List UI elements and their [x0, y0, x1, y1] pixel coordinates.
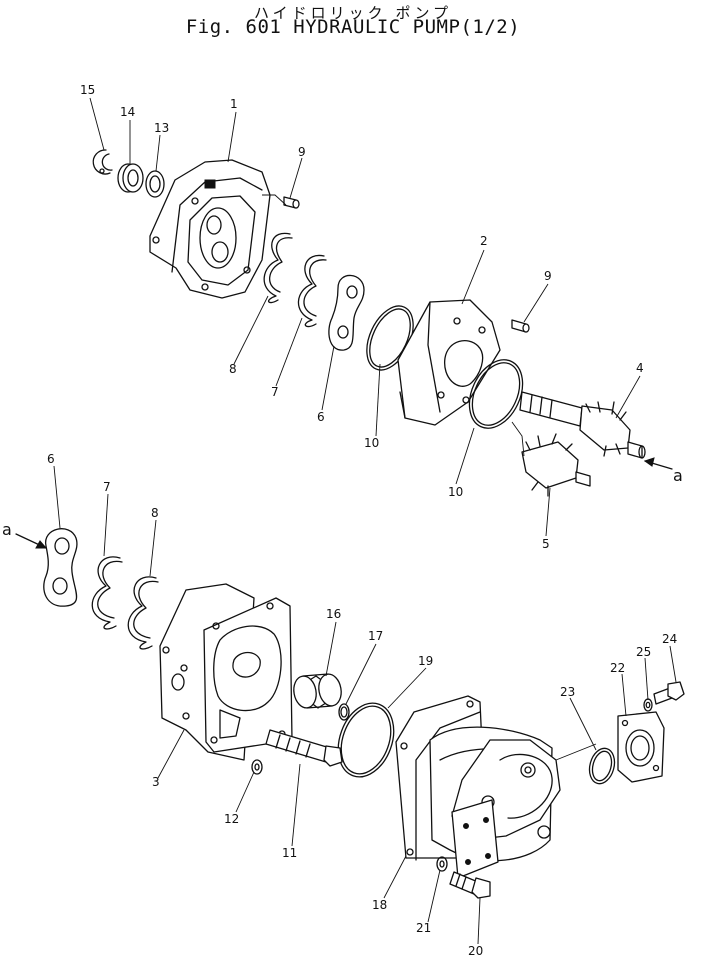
callout-labels: 15 14 13 1 9 8 7 6 10 2 9 4 10 5 a a 6 7… — [2, 83, 683, 958]
part-9-dowel-pin-2 — [511, 319, 530, 333]
part-22-flange — [617, 711, 665, 783]
callout-17: 17 — [368, 629, 383, 643]
part-19-o-ring — [337, 702, 395, 778]
part-8-backup-spring-2 — [127, 576, 159, 650]
callout-16: 16 — [326, 607, 341, 621]
leader-lines — [53, 97, 677, 945]
callout-11: 11 — [282, 846, 297, 860]
part-23-o-ring — [588, 747, 616, 785]
part-7-seal-2 — [91, 556, 123, 630]
callout-20: 20 — [468, 944, 483, 958]
callout-21: 21 — [416, 921, 431, 935]
callout-5: 5 — [542, 537, 550, 551]
part-4-drive-gear — [519, 391, 646, 459]
part-11-bolt — [265, 729, 343, 767]
connector-a-label: a — [673, 466, 683, 485]
callout-13: 13 — [154, 121, 169, 135]
part-6-side-plate — [328, 274, 365, 351]
callout-24: 24 — [662, 632, 677, 646]
callout-7: 7 — [271, 385, 279, 399]
connector-a-arrow — [643, 457, 673, 470]
callout-15: 15 — [80, 83, 95, 97]
part-8-backup-spring — [263, 232, 293, 304]
part-21-washer — [436, 856, 448, 872]
part-9-dowel-pin — [262, 194, 300, 209]
callout-2: 2 — [480, 234, 488, 248]
part-14-bearing — [117, 163, 144, 193]
part-13-oil-seal — [145, 170, 165, 198]
part-20-bolt — [449, 871, 491, 899]
callout-6: 6 — [317, 410, 325, 424]
callout-10: 10 — [364, 436, 379, 450]
callout-10-2: 10 — [448, 485, 463, 499]
callout-9: 9 — [298, 145, 306, 159]
callout-23: 23 — [560, 685, 575, 699]
connector-a-arrow-2 — [15, 533, 48, 549]
callout-22: 22 — [610, 661, 625, 675]
connector-a-label-2: a — [2, 520, 12, 539]
callout-8-2: 8 — [151, 506, 159, 520]
part-17-ring — [338, 703, 350, 721]
callout-9-2: 9 — [544, 269, 552, 283]
part-7-seal — [297, 254, 327, 328]
part-18-pump-body — [395, 695, 561, 879]
callout-6-2: 6 — [47, 452, 55, 466]
title-japanese: ハイドロリック ポンプ — [253, 4, 453, 22]
callout-1: 1 — [230, 97, 238, 111]
part-1-front-cover — [149, 159, 271, 299]
part-16-bushing — [293, 673, 342, 709]
part-24-bolt — [653, 681, 685, 705]
figure-title: Fig. 601 HYDRAULIC PUMP(1/2) — [185, 16, 521, 38]
callout-4: 4 — [636, 361, 644, 375]
part-15-snap-ring — [92, 149, 113, 175]
callout-8: 8 — [229, 362, 237, 376]
callout-18: 18 — [372, 898, 387, 912]
callout-19: 19 — [418, 654, 433, 668]
callout-12: 12 — [224, 812, 239, 826]
part-2-gear-case — [397, 299, 501, 426]
part-10-o-ring-2 — [468, 359, 524, 429]
part-5-driven-gear — [511, 421, 591, 497]
part-3-rear-cover — [159, 583, 293, 761]
callout-7-2: 7 — [103, 480, 111, 494]
callout-25: 25 — [636, 645, 651, 659]
part-6-side-plate-2 — [43, 528, 78, 607]
callout-3: 3 — [152, 775, 160, 789]
part-12-washer — [251, 759, 263, 775]
part-25-washer — [643, 698, 653, 712]
callout-14: 14 — [120, 105, 135, 119]
